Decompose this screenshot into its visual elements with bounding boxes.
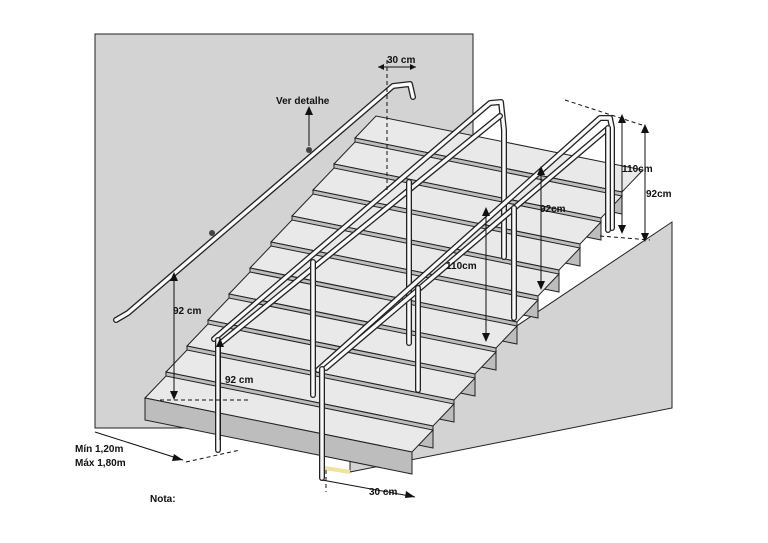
dimension-lines — [94, 60, 651, 498]
label-ver-detalhe: Ver detalhe — [276, 96, 330, 107]
label-bottom-30cm: 30 cm — [369, 487, 397, 498]
wall-handrail — [113, 81, 416, 323]
label-mid-92cm: 92cm — [540, 204, 566, 215]
central-handrail — [211, 99, 507, 453]
label-wall-rail-92cm: 92 cm — [173, 306, 201, 317]
label-width-max: Máx 1,80m — [75, 458, 126, 469]
label-note-partial: Nota: — [150, 494, 176, 505]
label-right-92cm: 92cm — [646, 189, 672, 200]
nosing-highlight — [324, 466, 351, 474]
label-right-110cm: 110cm — [622, 164, 653, 175]
label-left-post-92cm: 92 cm — [225, 375, 253, 386]
label-width-min: Mín 1,20m — [75, 444, 123, 455]
label-mid-110cm: 110cm — [446, 261, 477, 272]
front-handrail — [315, 115, 615, 481]
label-top-30cm: 30 cm — [387, 55, 415, 66]
